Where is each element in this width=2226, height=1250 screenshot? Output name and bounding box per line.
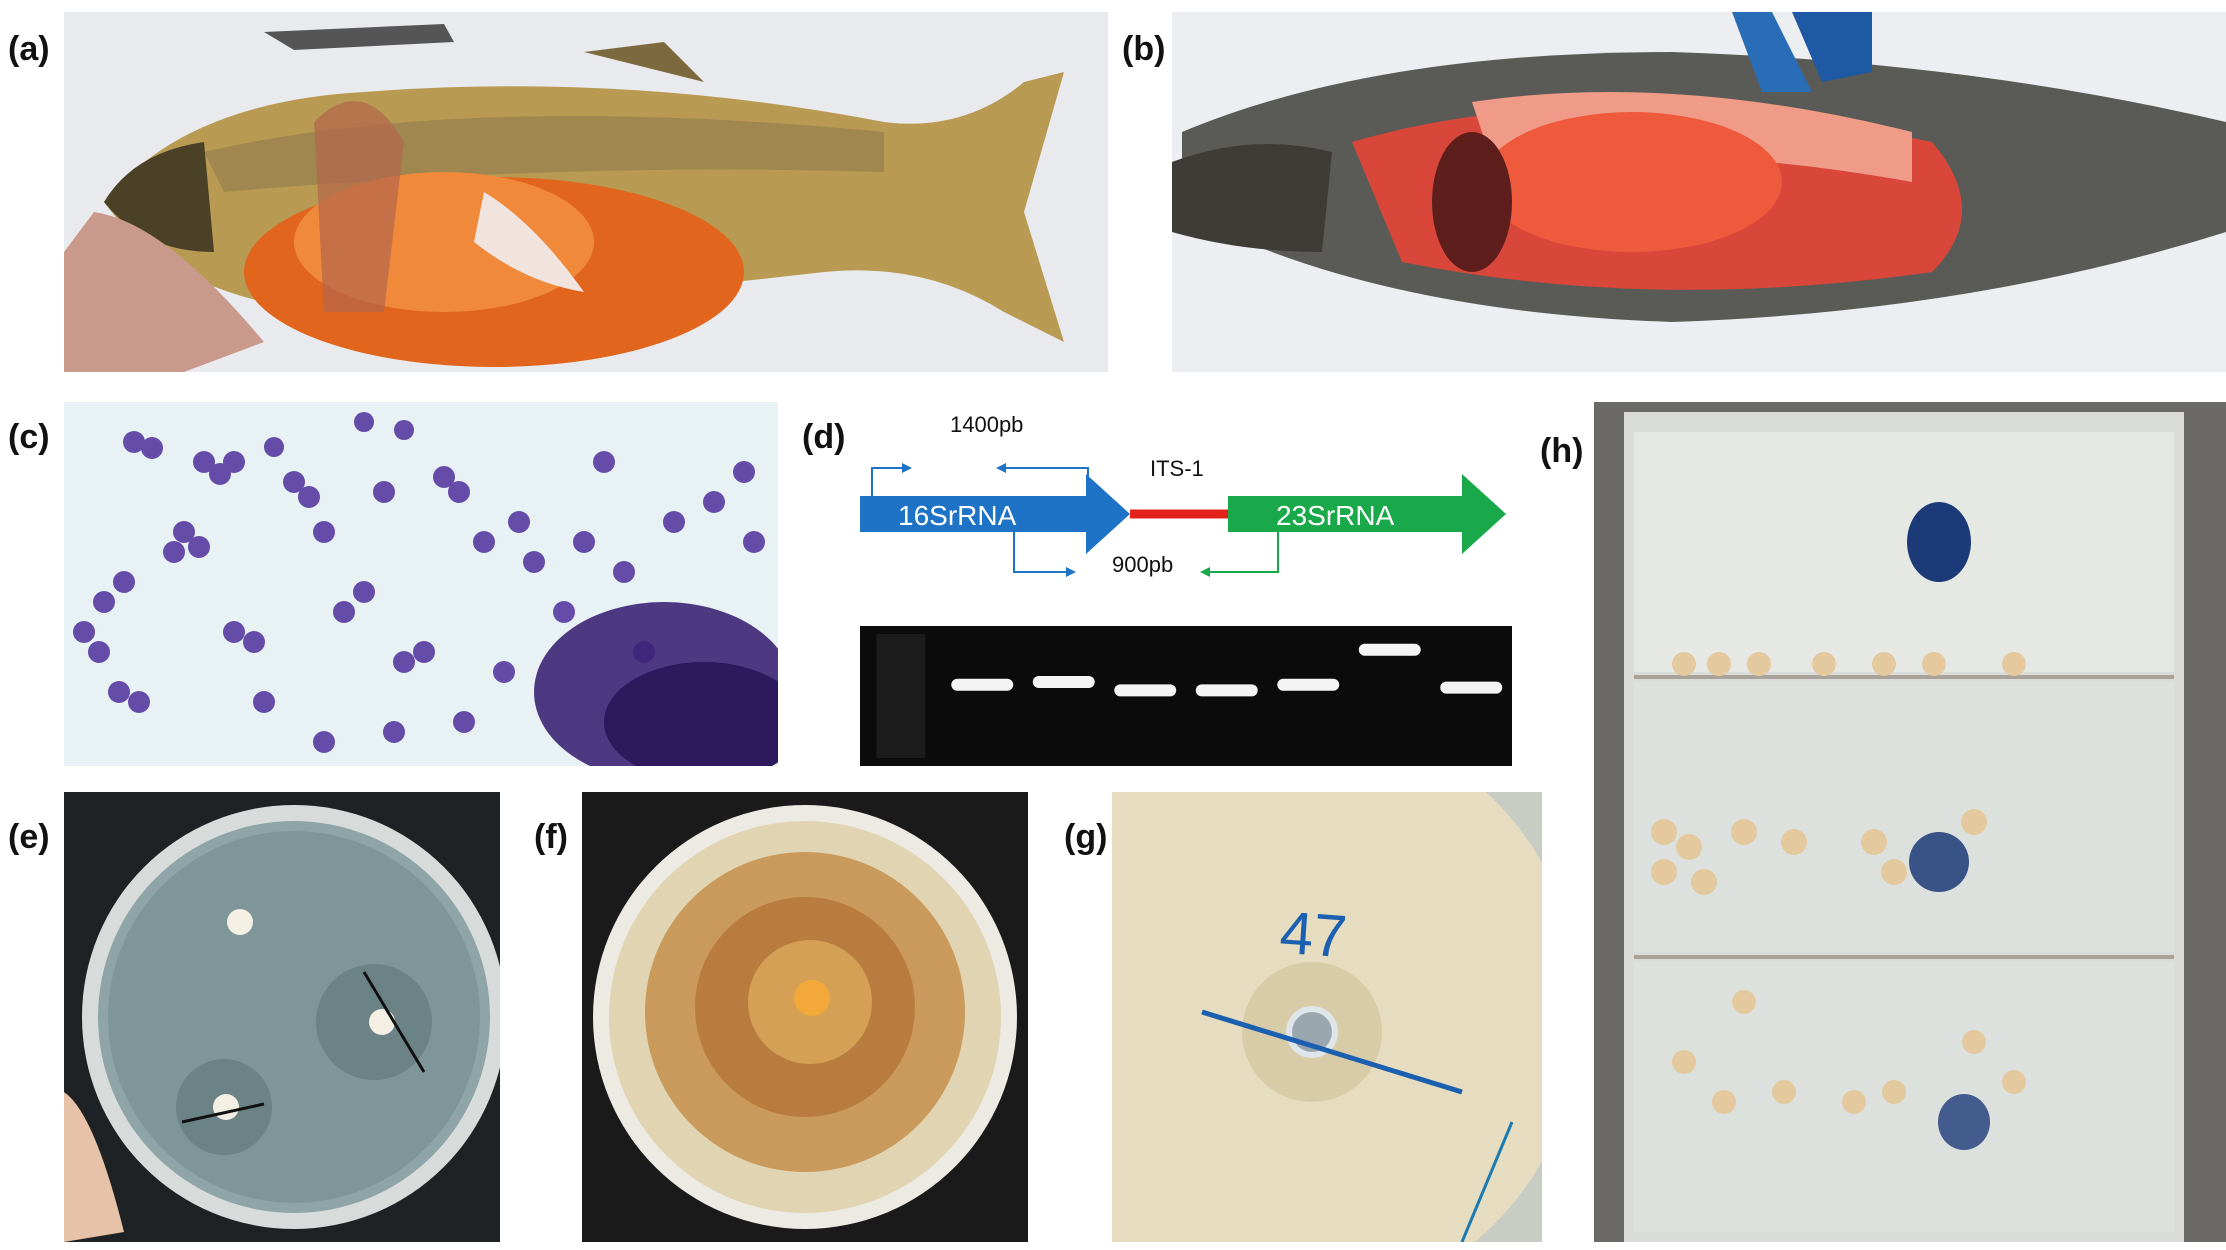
gene-23s-label: 23SrRNA — [1276, 500, 1395, 531]
gel-band — [1277, 678, 1340, 691]
gel-band — [1195, 684, 1258, 697]
primer-1400-label: 1400pb — [950, 412, 1024, 437]
panel-label-b: (b) — [1122, 30, 1166, 68]
gel-band — [1032, 676, 1095, 688]
photo-antibiogram-plate — [64, 792, 500, 1242]
panel-label-d: (d) — [802, 418, 846, 456]
its-label: ITS-1 — [1150, 456, 1204, 481]
photo-disc-cartridges — [1594, 402, 2226, 1242]
gel-band — [1358, 643, 1421, 656]
gene-arrow-23s — [1228, 474, 1506, 554]
gel-ladder-lane — [876, 634, 926, 758]
agarose-gel — [860, 626, 1512, 766]
operon-diagram — [846, 402, 1516, 602]
primer-900-label: 900pb — [1112, 552, 1174, 577]
panel-label-h: (h) — [1540, 432, 1584, 470]
photo-numbered-plate — [1112, 792, 1542, 1242]
plate-number-annotation: 47 — [1277, 898, 1350, 971]
gel-band — [951, 678, 1014, 691]
gel-band — [1114, 684, 1177, 697]
gene-16s-label: 16SrRNA — [898, 500, 1017, 531]
photo-dissected-fish — [1172, 12, 2226, 372]
panel-label-e: (e) — [8, 818, 50, 856]
micrograph-gram-stain — [64, 402, 778, 766]
panel-label-g: (g) — [1064, 818, 1108, 856]
gel-band — [1440, 681, 1503, 694]
gene-arrow-16s — [860, 474, 1130, 554]
photo-halo-plate — [582, 792, 1028, 1242]
photo-trout-eggs — [64, 12, 1108, 372]
panel-label-c: (c) — [8, 418, 50, 456]
panel-label-a: (a) — [8, 30, 50, 68]
panel-label-f: (f) — [534, 818, 568, 856]
